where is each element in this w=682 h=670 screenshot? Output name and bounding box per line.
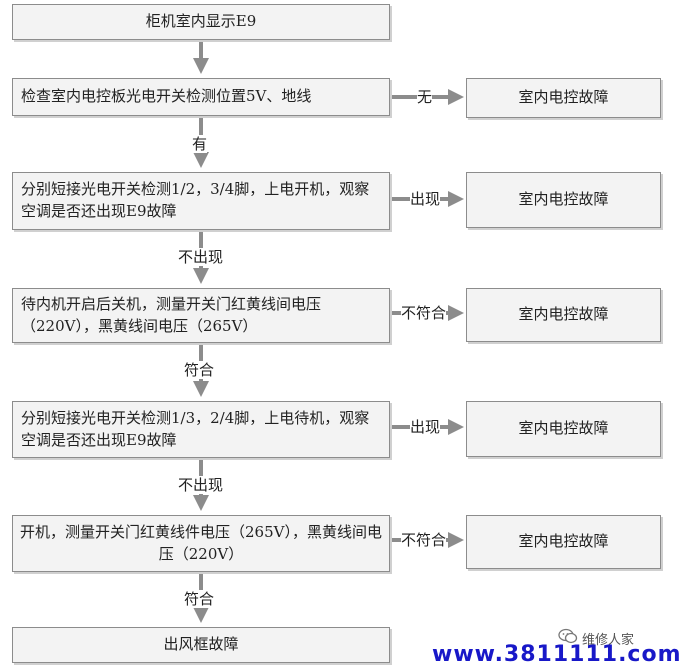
step-1-box: 柜机室内显示E9 xyxy=(12,4,390,40)
result-5-box: 室内电控故障 xyxy=(466,515,661,569)
label-not-appear-2: 不出现 xyxy=(178,476,224,494)
label-no: 无 xyxy=(417,88,433,106)
result-4-box: 室内电控故障 xyxy=(466,401,661,457)
step-2-text: 检查室内电控板光电开关检测位置5V、地线 xyxy=(21,87,312,106)
label-not-match-1: 不符合 xyxy=(401,304,447,322)
step-3-text: 分别短接光电开关检测1/2，3/4脚，上电开机，观察空调是否还出现E9故障 xyxy=(21,180,370,220)
result-2-text: 室内电控故障 xyxy=(518,190,609,209)
step-6-text: 开机，测量开关门红黄线件电压（265V），黑黄线间电压（220V） xyxy=(20,522,382,563)
result-1-text: 室内电控故障 xyxy=(518,88,609,107)
step-4-text: 待内机开启后关机，测量开关门红黄线间电压（220V），黑黄线间电压（265V） xyxy=(21,294,322,335)
step-7-box: 出风框故障 xyxy=(12,627,390,663)
step-4-box: 待内机开启后关机，测量开关门红黄线间电压（220V），黑黄线间电压（265V） xyxy=(12,288,390,343)
wechat-icon xyxy=(558,628,578,644)
step-2-box: 检查室内电控板光电开关检测位置5V、地线 xyxy=(12,78,390,116)
label-not-match-2: 不符合 xyxy=(401,531,447,549)
result-3-box: 室内电控故障 xyxy=(466,288,661,342)
label-yes: 有 xyxy=(192,135,208,153)
step-5-box: 分别短接光电开关检测1/3，2/4脚，上电待机，观察空调是否还出现E9故障 xyxy=(12,401,390,458)
watermark-url: www.3811111.com xyxy=(432,642,682,667)
result-2-box: 室内电控故障 xyxy=(466,172,661,228)
step-3-box: 分别短接光电开关检测1/2，3/4脚，上电开机，观察空调是否还出现E9故障 xyxy=(12,172,390,230)
step-6-box: 开机，测量开关门红黄线件电压（265V），黑黄线间电压（220V） xyxy=(12,515,390,572)
label-match-2: 符合 xyxy=(184,590,215,608)
result-4-text: 室内电控故障 xyxy=(518,419,609,438)
label-not-appear-1: 不出现 xyxy=(178,248,224,266)
watermark-name: 维修人家 xyxy=(582,633,635,648)
step-5-text: 分别短接光电开关检测1/3，2/4脚，上电待机，观察空调是否还出现E9故障 xyxy=(21,408,370,449)
label-appears-2: 出现 xyxy=(410,418,441,436)
step-7-text: 出风框故障 xyxy=(163,635,239,654)
result-5-text: 室内电控故障 xyxy=(518,532,609,551)
step-1-text: 柜机室内显示E9 xyxy=(145,12,257,31)
label-match-1: 符合 xyxy=(184,361,215,379)
result-1-box: 室内电控故障 xyxy=(466,78,661,118)
label-appears-1: 出现 xyxy=(410,190,441,208)
result-3-text: 室内电控故障 xyxy=(518,305,609,324)
